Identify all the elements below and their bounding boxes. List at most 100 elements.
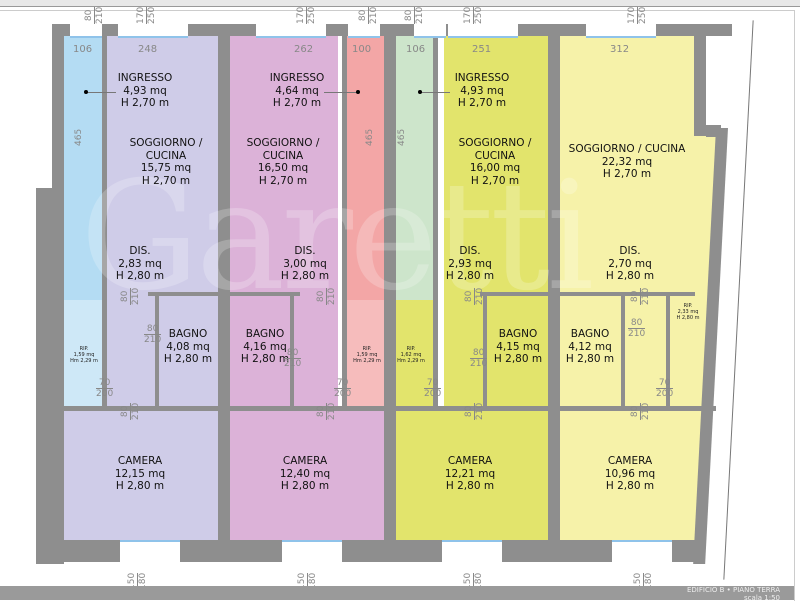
room-name: CAMERA <box>282 455 328 467</box>
room-name: SOGGIORNO / <box>246 137 320 149</box>
room-height: H 2,80 m <box>605 480 655 492</box>
opening-width: 80 <box>404 6 415 24</box>
opening-width: 80 <box>120 287 131 305</box>
opening-height: 200 <box>96 389 114 399</box>
room-area: 4,08 mq <box>166 340 210 353</box>
room-area: 2,83 mq <box>118 257 162 270</box>
wall <box>102 36 107 410</box>
room-height: H 2,70 m <box>602 168 652 180</box>
opening-height: 250 <box>307 6 317 24</box>
opening-height: 200 <box>424 389 442 399</box>
opening-height: 200 <box>656 389 674 399</box>
opening-width: 80 <box>630 287 641 305</box>
opening-height: 210 <box>470 359 488 369</box>
opening-width: 170 <box>463 6 474 24</box>
drawing-frame <box>0 10 795 601</box>
window <box>442 540 502 564</box>
party-wall <box>384 36 396 540</box>
opening-height: 250 <box>147 6 157 24</box>
room-height: H 2,70 m <box>141 174 191 187</box>
wall <box>148 292 218 296</box>
room-name: INGRESSO <box>269 72 325 84</box>
wall <box>621 292 625 408</box>
storage-name: RIP. <box>79 346 89 352</box>
room-height: H 2,80 m <box>163 353 213 365</box>
window <box>256 22 326 38</box>
unit-d <box>560 36 694 540</box>
room-area: 4,93 mq <box>123 84 167 97</box>
room-name: DIS. <box>619 245 641 257</box>
room-height: H 2,80 m <box>240 353 290 365</box>
opening-width: 80 <box>464 287 475 305</box>
opening-width: 80 <box>464 402 475 420</box>
opening-width: 70 <box>96 378 114 389</box>
opening-height: 210 <box>95 6 105 24</box>
storage-height: Hm 2,29 m <box>397 358 425 364</box>
room-area: 12,40 mq <box>279 467 331 480</box>
drawing-scale: scala 1:50 <box>744 594 780 602</box>
room-height: H 2,80 m <box>280 480 330 492</box>
room-name2: CUCINA <box>145 149 187 162</box>
storage-b <box>346 300 384 410</box>
wall <box>64 406 218 411</box>
dimension-width: 100 <box>352 44 372 55</box>
room-height: H 2,80 m <box>493 353 543 365</box>
storage-a <box>64 300 106 410</box>
opening-height: 210 <box>415 6 425 24</box>
opening-width: 170 <box>296 6 307 24</box>
room-area: 12,21 mq <box>444 467 496 480</box>
opening-height: 210 <box>475 287 485 305</box>
room-name: SOGGIORNO / <box>458 137 532 149</box>
room-height: H 2,80 m <box>605 270 655 282</box>
room-height: H 2,80 m <box>115 480 165 492</box>
room-height: H 2,70 m <box>120 97 170 109</box>
opening-width: 70 <box>656 378 674 389</box>
room-height: H 2,70 m <box>258 174 308 187</box>
room-name: CAMERA <box>117 455 163 467</box>
wall <box>290 292 294 408</box>
window <box>414 22 446 38</box>
room-height: H 2,80 m <box>445 270 495 282</box>
room-name: CAMERA <box>607 455 653 467</box>
opening-width: 170 <box>136 6 147 24</box>
storage-area: 1,59 mq <box>73 352 95 358</box>
opening-height: 210 <box>369 6 379 24</box>
unit-c <box>444 36 548 410</box>
storage-name: RIP. <box>683 303 693 309</box>
room-area: 4,93 mq <box>460 84 504 97</box>
opening-width: 80 <box>316 287 327 305</box>
dimension-width: 251 <box>472 44 492 55</box>
dimension-width: 312 <box>610 44 630 55</box>
opening-width: 80 <box>284 348 302 359</box>
window <box>348 22 380 38</box>
room-name: SOGGIORNO / CUCINA <box>568 143 686 155</box>
opening-height: 210 <box>475 402 485 420</box>
storage-height: H 2,80 m <box>676 315 700 321</box>
dimension-width: 262 <box>294 44 314 55</box>
unit-a-camera <box>64 410 218 540</box>
wall <box>36 188 54 564</box>
room-name: BAGNO <box>168 328 208 340</box>
